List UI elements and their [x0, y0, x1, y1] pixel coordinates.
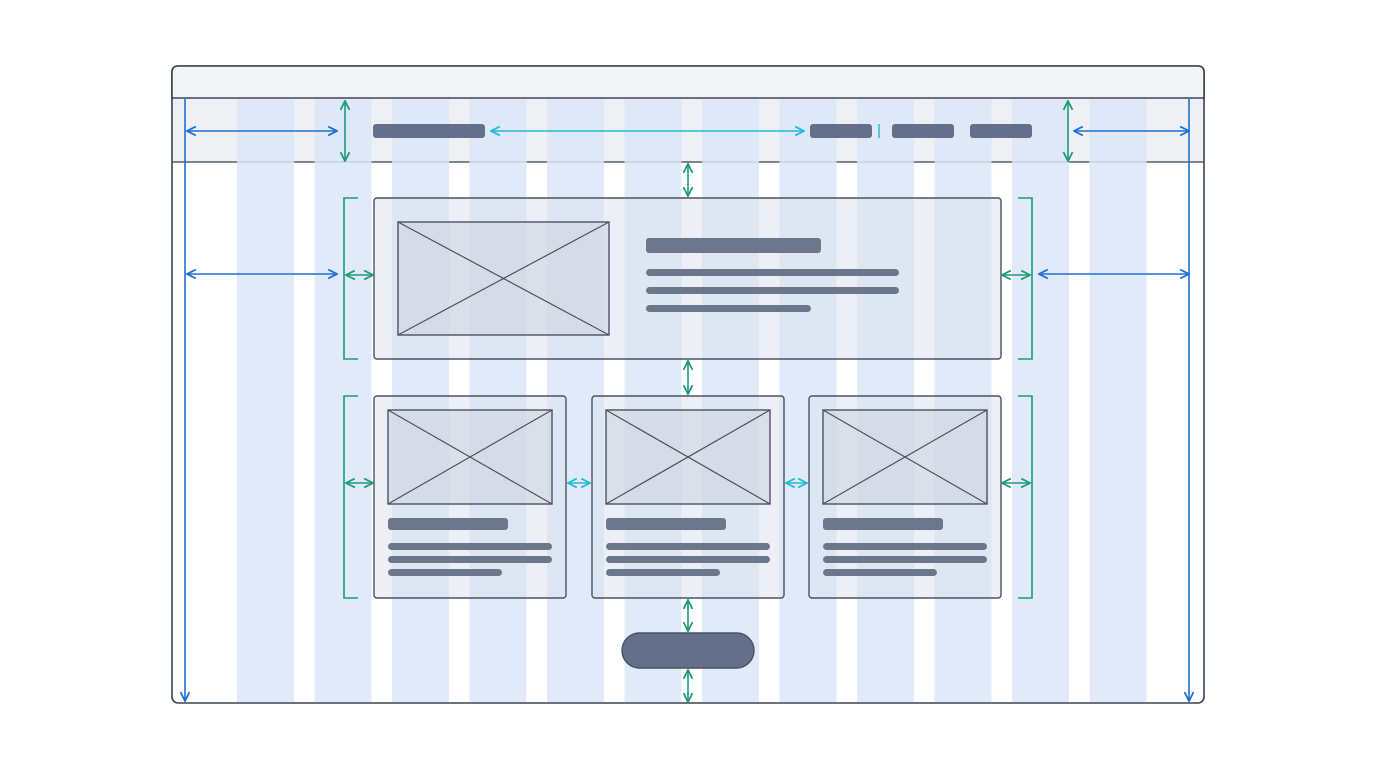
card-3: [808, 395, 1002, 599]
card-text-line: [388, 556, 552, 563]
card-title-bar: [388, 518, 508, 530]
image-placeholder-cross: [387, 409, 553, 505]
cards-right-bracket: [1018, 395, 1033, 599]
card-row: [373, 395, 1002, 599]
hero-right-bracket: [1018, 197, 1033, 360]
cards-left-bracket: [343, 395, 358, 599]
hero-section: [373, 197, 1002, 360]
card-2: [591, 395, 785, 599]
image-placeholder-icon: [822, 409, 988, 505]
hero-text-line: [646, 269, 899, 276]
card-text-line: [823, 569, 937, 576]
card-text-line: [388, 569, 502, 576]
card-1: [373, 395, 567, 599]
hero-title-bar: [646, 238, 821, 253]
card-title-bar: [606, 518, 726, 530]
pill-button-placeholder: [621, 632, 755, 669]
hero-text-line: [646, 287, 899, 294]
nav-item-1: [810, 124, 872, 138]
hero-left-bracket: [343, 197, 358, 360]
hero-text-line: [646, 305, 811, 312]
nav-item-3: [970, 124, 1032, 138]
margin-annotations: [185, 99, 1189, 700]
image-placeholder-cross: [822, 409, 988, 505]
card-text-line: [606, 556, 770, 563]
image-placeholder-icon: [387, 409, 553, 505]
spacing-annotations: [344, 102, 1068, 701]
card-text-line: [606, 543, 770, 550]
card-text-line: [823, 543, 987, 550]
image-placeholder-cross: [605, 409, 771, 505]
card-text-line: [606, 569, 720, 576]
grid-column: [314, 99, 372, 702]
site-header: [373, 124, 1032, 138]
image-placeholder-icon: [397, 221, 610, 336]
logo-placeholder: [373, 124, 485, 138]
card-text-line: [388, 543, 552, 550]
grid-column: [1089, 99, 1147, 702]
card-text-line: [823, 556, 987, 563]
grid-column: [1012, 99, 1069, 702]
nav-item-2: [892, 124, 954, 138]
grid-column: [237, 99, 294, 702]
image-placeholder-icon: [605, 409, 771, 505]
browser-top-bar: [171, 65, 1205, 99]
card-title-bar: [823, 518, 943, 530]
